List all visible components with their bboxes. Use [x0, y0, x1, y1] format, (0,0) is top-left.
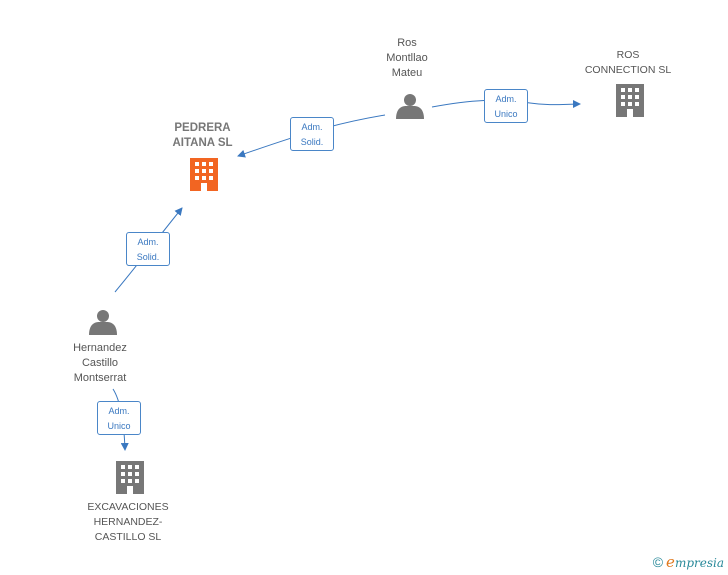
- relation-badge-adm-unico[interactable]: Adm. Unico: [484, 89, 528, 123]
- copyright-icon: ©: [652, 554, 664, 570]
- relation-badge-adm-solid[interactable]: Adm. Solid.: [126, 232, 170, 266]
- building-icon-focus[interactable]: [190, 158, 218, 191]
- node-label-excavaciones[interactable]: EXCAVACIONES HERNANDEZ- CASTILLO SL: [87, 501, 169, 543]
- brand-watermark: ©empresia: [653, 553, 724, 571]
- brand-logo-text: mpresia: [674, 556, 724, 570]
- relation-badge-adm-solid[interactable]: Adm. Solid.: [290, 117, 334, 151]
- edge-ros-to-connection: [431, 99, 581, 109]
- relation-badge-adm-unico[interactable]: Adm. Unico: [97, 401, 141, 435]
- building-icon[interactable]: [116, 461, 144, 494]
- node-label-ros-connection[interactable]: ROS CONNECTION SL: [584, 49, 672, 76]
- node-label-hernandez-castillo[interactable]: Hernandez Castillo Montserrat: [73, 342, 127, 384]
- building-icon[interactable]: [616, 84, 644, 117]
- node-label-pedrera-aitana[interactable]: PEDRERA AITANA SL: [172, 122, 233, 149]
- node-label-ros-montllao[interactable]: Ros Montllao Mateu: [386, 37, 428, 79]
- brand-logo-initial: e: [666, 553, 675, 571]
- person-icon[interactable]: [89, 310, 117, 335]
- person-icon[interactable]: [396, 94, 424, 119]
